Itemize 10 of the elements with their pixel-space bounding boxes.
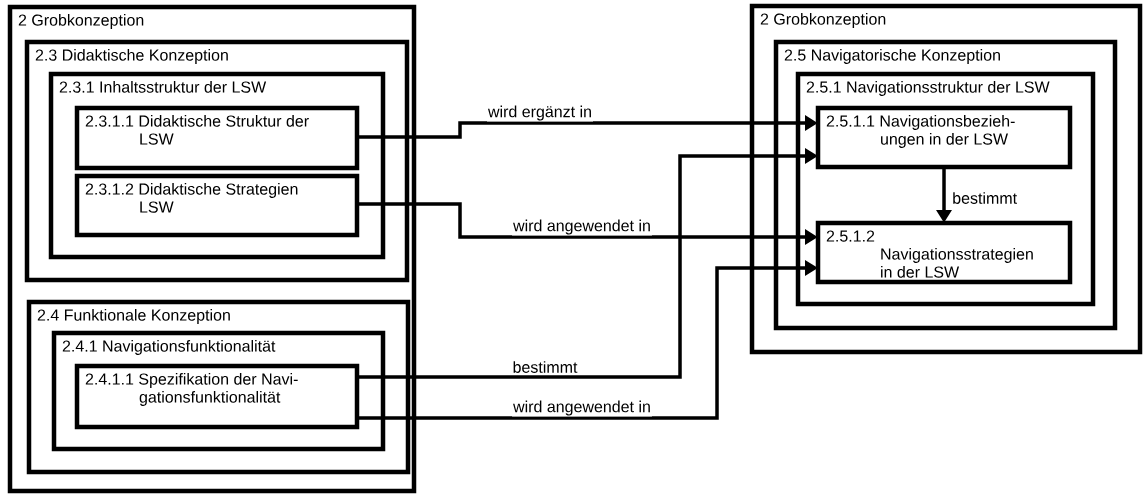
topic-box: 2.5.1.2 Navigationsstrategien in der LSW bbox=[815, 220, 1073, 285]
topic-box: 2.5.1.1 Navigationsbezieh- ungen in der LSW bbox=[815, 105, 1073, 170]
topic-box: 2.3.1.2 Didaktische Strategien LSW bbox=[74, 173, 360, 238]
edge-label: bestimmt bbox=[511, 360, 579, 374]
edge-label: wird angewendet in bbox=[512, 399, 652, 417]
topic-box: 2.4.1.1 Spezifikation der Navi- gationsfunktionalität bbox=[74, 363, 360, 430]
edge-label: wird ergänzt in bbox=[487, 104, 594, 122]
edge-label: bestimmt bbox=[951, 191, 1019, 205]
edge-label: wird angewendet in bbox=[512, 218, 652, 236]
topic-box: 2.3.1.1 Didaktische Struktur der LSW bbox=[74, 105, 360, 171]
